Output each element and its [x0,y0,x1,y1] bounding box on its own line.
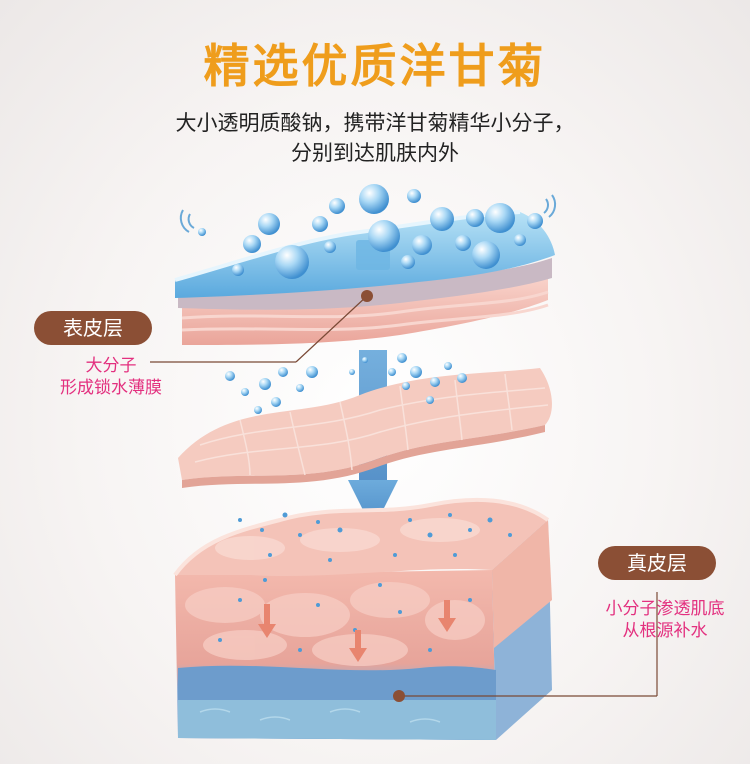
epidermis-note-line-2: 形成锁水薄膜 [60,378,162,398]
large-molecule-bubbles [198,184,543,279]
subtitle-line-1: 大小透明质酸钠，携带洋甘菊精华小分子， [175,111,575,135]
epidermis-layer [174,210,555,345]
page-title: 精选优质洋甘菊 [203,39,547,93]
water-film-layer [178,368,552,488]
penetrating-molecule-dots [218,512,512,652]
small-molecule-bubbles [225,353,467,414]
dermis-note-line-2: 从根源补水 [622,621,708,641]
dermis-block [173,498,552,740]
dermis-badge: 真皮层 [598,546,716,580]
subtitle: 大小透明质酸钠，携带洋甘菊精华小分子， 分别到达肌肤内外 [0,108,750,168]
down-arrow-icons [258,600,456,662]
ripple-icon [179,194,557,233]
subtitle-line-2: 分别到达肌肤内外 [291,141,459,165]
dermis-leader [393,592,658,702]
dermis-note-line-1: 小分子渗透肌底 [605,599,725,619]
epidermis-note-line-1: 大分子 [85,356,137,376]
epidermis-note: 大分子 形成锁水薄膜 [52,355,170,399]
dermis-note: 小分子渗透肌底 从根源补水 [585,598,745,642]
epidermis-leader [150,290,373,363]
epidermis-badge: 表皮层 [34,311,152,345]
